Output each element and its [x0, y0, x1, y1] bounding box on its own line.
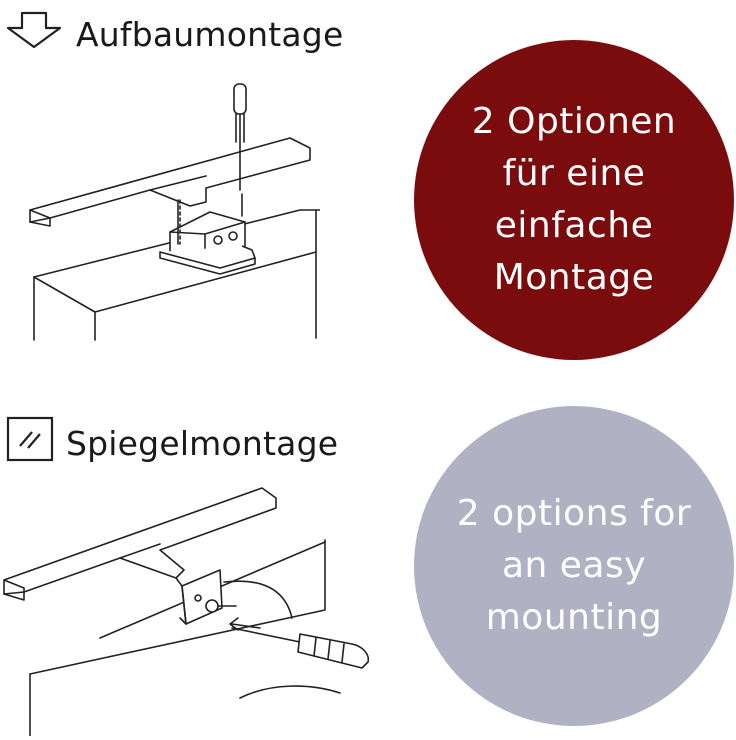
options-circle-de: 2 Optionen für eine einfache Montage [414, 40, 734, 360]
circle-line: an easy [501, 545, 647, 586]
heading-text: Spiegelmontage [66, 423, 339, 463]
circle-line: für eine [502, 153, 646, 194]
surface-mount-illustration [20, 82, 321, 346]
heading-mirror-mount: Spiegelmontage [6, 416, 338, 470]
circle-line: mounting [485, 597, 663, 638]
circle-line: 2 options for [456, 493, 692, 534]
circle-line: 2 Optionen [471, 101, 677, 142]
options-circle-en: 2 options for an easy mounting [414, 406, 734, 726]
heading-text: Aufbaumontage [76, 14, 344, 54]
circle-line: Montage [493, 257, 655, 298]
circle-line: einfache [494, 205, 654, 246]
mirror-mount-illustration [0, 478, 400, 740]
heading-surface-mount: Aufbaumontage [4, 10, 343, 58]
mirror-icon [6, 416, 54, 470]
arrow-down-icon [4, 10, 64, 58]
